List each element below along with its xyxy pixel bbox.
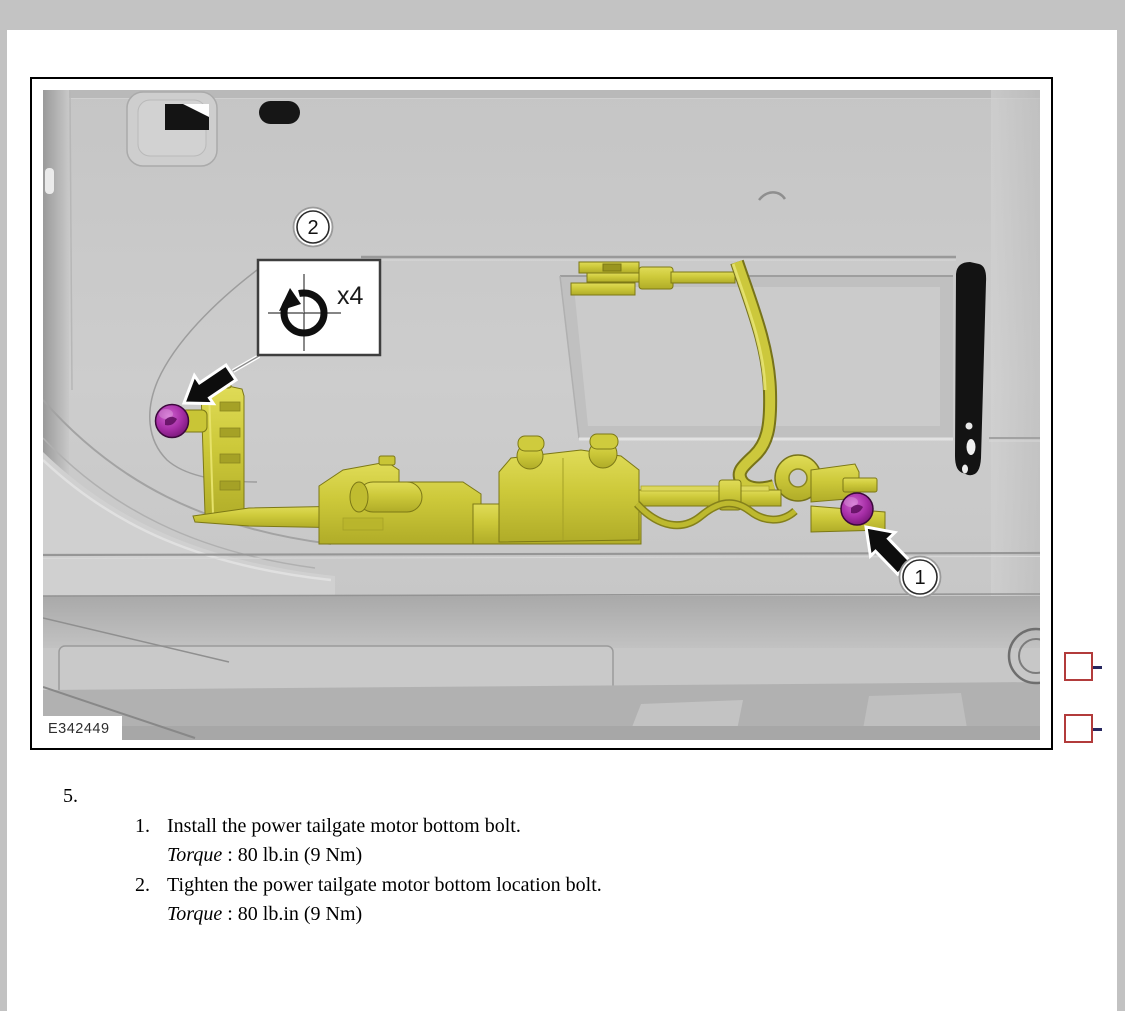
- motor-cable: [634, 499, 798, 530]
- callout-2: 2: [292, 206, 334, 248]
- tailgate-illustration: x4 2 1 E342449: [43, 90, 1040, 740]
- callout-1: 1: [898, 555, 942, 599]
- step-number: 5.: [63, 785, 78, 807]
- bolt-1: [840, 492, 874, 526]
- instructions-block: 5. 1. Install the power tailgate motor b…: [63, 782, 602, 930]
- svg-text:2: 2: [307, 217, 318, 239]
- access-hole-top-left: [126, 91, 218, 167]
- torque-sep: :: [222, 903, 238, 925]
- svg-text:E342449: E342449: [48, 721, 110, 737]
- black-trim-bar: [955, 262, 987, 476]
- torque-label: Torque: [167, 903, 223, 925]
- torque-label: Torque: [167, 844, 223, 866]
- torque-sep: :: [222, 844, 238, 866]
- annotation-tick-1: [1093, 666, 1102, 669]
- figure-frame: x4 2 1 E342449: [30, 77, 1053, 750]
- bolt-2: [154, 403, 190, 439]
- figure-id-label: E342449: [43, 716, 122, 740]
- substep-list: 1. Install the power tailgate motor bott…: [135, 812, 602, 930]
- arrow-to-bolt-2-icon: [181, 362, 239, 406]
- motor-assembly: [174, 259, 886, 545]
- substep-2-number: 2.: [135, 873, 150, 896]
- clip-outline: [758, 191, 787, 201]
- torque-value: 80 lb.in (9 Nm): [237, 844, 363, 866]
- svg-text:1: 1: [914, 567, 925, 589]
- multiplier-label: x4: [337, 282, 364, 310]
- document-page: x4 2 1 E342449 5.: [7, 30, 1117, 1011]
- substep-1-number: 1.: [135, 814, 150, 837]
- torque-value: 80 lb.in (9 Nm): [237, 903, 363, 925]
- rotation-arrow-icon: [268, 274, 341, 351]
- latch-slot: [259, 101, 300, 124]
- harness-connector: [570, 261, 736, 296]
- annotation-square-2[interactable]: [1064, 714, 1102, 743]
- substep-2-torque: Torque : 80 lb.in (9 Nm): [167, 900, 602, 930]
- torque-rotation-box: x4: [256, 258, 382, 357]
- substep-2-text: Tighten the power tailgate motor bottom …: [167, 873, 602, 896]
- annotation-square-1[interactable]: [1064, 652, 1102, 681]
- substep-1: 1. Install the power tailgate motor bott…: [135, 812, 602, 842]
- spindle: [638, 489, 782, 507]
- panel-creases: [43, 269, 1040, 740]
- substep-1-text: Install the power tailgate motor bottom …: [167, 814, 521, 837]
- substep-1-torque: Torque : 80 lb.in (9 Nm): [167, 841, 602, 871]
- inner-recess: [361, 255, 1040, 442]
- leader-line: [232, 354, 260, 373]
- annotation-tick-2: [1093, 728, 1102, 731]
- panel-hole: [1007, 627, 1040, 685]
- substep-2: 2. Tighten the power tailgate motor bott…: [135, 871, 602, 901]
- window-top-bar: [0, 0, 1125, 30]
- harness-tube: [730, 259, 778, 496]
